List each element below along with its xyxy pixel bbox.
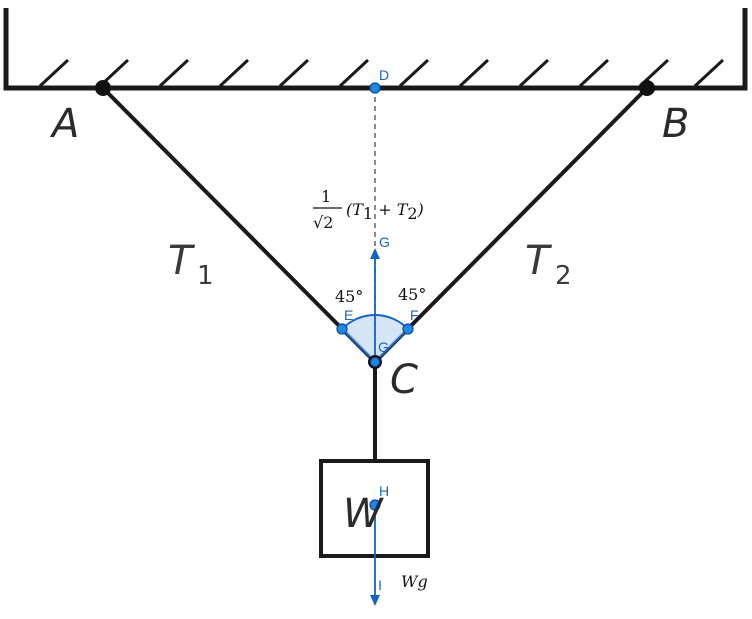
label-point-d: D — [379, 67, 389, 83]
label-point-f: F — [410, 307, 419, 323]
ceiling-outline — [3, 8, 748, 91]
point-f[interactable] — [402, 323, 414, 335]
rope-bc — [373, 86, 649, 364]
point-e[interactable] — [336, 323, 348, 335]
point-h[interactable] — [369, 499, 381, 511]
svg-text:(T1 + T2): (T1 + T2) — [346, 200, 424, 223]
label-b: B — [662, 101, 689, 147]
svg-text:T: T — [525, 238, 553, 284]
svg-text:√2: √2 — [313, 213, 333, 232]
label-a: A — [49, 101, 79, 147]
rope-ac — [101, 86, 377, 364]
label-point-g-center: G — [378, 339, 389, 355]
label-c: C — [390, 357, 418, 403]
svg-text:T: T — [168, 238, 196, 284]
label-point-g-top: G — [379, 234, 390, 250]
resultant-formula: 1 √2 (T1 + T2) — [313, 187, 424, 232]
point-g-center[interactable] — [369, 356, 381, 368]
weight-force-label: Wg — [401, 572, 428, 591]
angle-label-left: 45° — [335, 287, 363, 306]
label-w: W — [343, 491, 384, 537]
svg-text:1: 1 — [321, 187, 331, 206]
resultant-arrowhead — [370, 248, 380, 259]
point-d[interactable] — [369, 82, 381, 94]
pin-a — [95, 80, 111, 96]
tension-label-t1: T 1 — [168, 238, 214, 291]
tension-label-t2: T 2 — [525, 238, 572, 291]
label-point-e: E — [344, 307, 353, 323]
weight-arrowhead — [370, 595, 380, 606]
label-point-i: I — [378, 577, 382, 593]
svg-text:2: 2 — [555, 261, 572, 291]
angle-label-right: 45° — [398, 285, 426, 304]
pin-b — [639, 80, 655, 96]
ceiling-support — [3, 8, 748, 91]
label-point-h: H — [379, 483, 389, 499]
svg-text:1: 1 — [197, 261, 214, 291]
